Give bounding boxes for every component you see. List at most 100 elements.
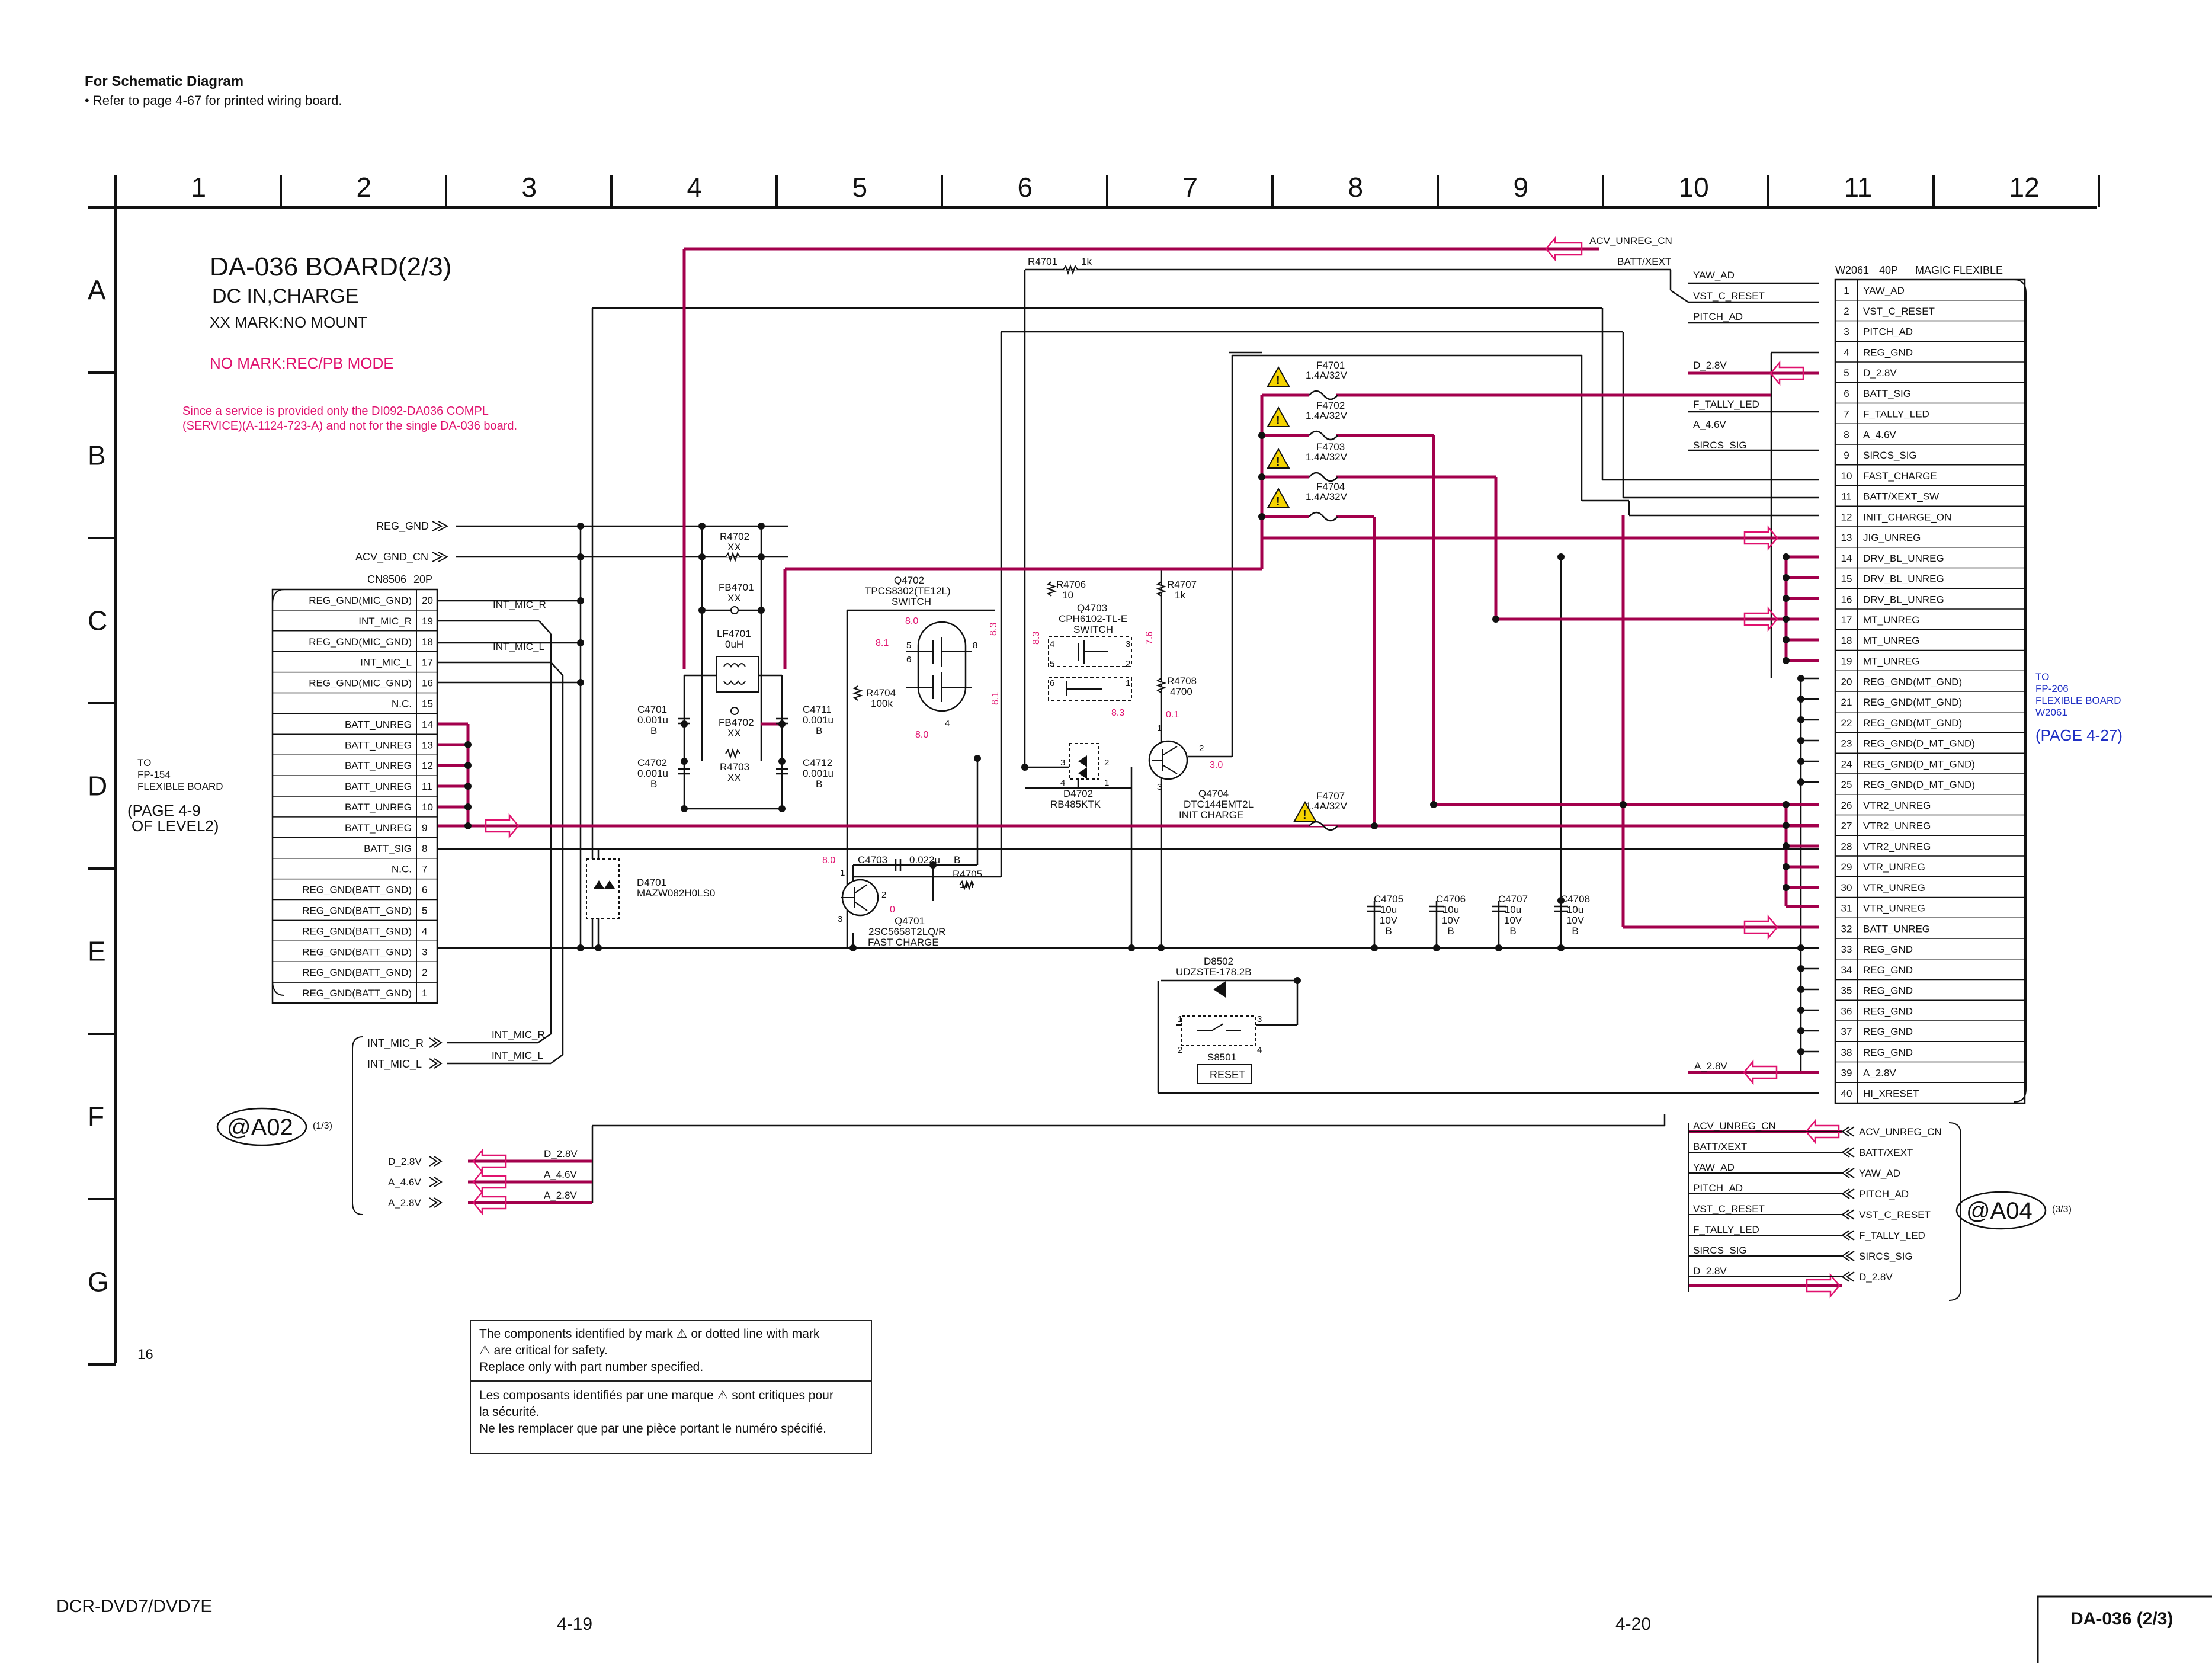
q4703-v-c: 8.3 bbox=[1111, 708, 1124, 718]
c4711-ref: C4711 bbox=[803, 704, 832, 715]
w2061-pin-name: REG_GND bbox=[1863, 1047, 1913, 1058]
safety-caution-box: The components identified by mark ⚠ or d… bbox=[470, 1320, 872, 1454]
diode-d4701: D4701 MAZW082H0LS0 bbox=[586, 858, 715, 919]
w2061-pin-num: 25 bbox=[1841, 779, 1852, 790]
w2061-pin-name: PITCH_AD bbox=[1863, 326, 1913, 338]
cn8506-pin-num: 9 bbox=[422, 822, 427, 834]
w2061-pin-name: BATT_SIG bbox=[1863, 388, 1911, 399]
right-bus-label: PITCH_AD bbox=[1693, 311, 1743, 322]
r4701-ref: R4701 bbox=[1028, 256, 1057, 267]
right-bus-label: A_4.6V bbox=[1693, 419, 1726, 430]
q4702-v-b: 8.1 bbox=[876, 638, 889, 648]
junction-dot bbox=[577, 597, 584, 604]
a04-port: BATT/XEXT bbox=[1859, 1147, 1913, 1158]
a04-net: PITCH_AD bbox=[1693, 1183, 1743, 1194]
cn8506-pin-num: 4 bbox=[422, 925, 427, 937]
w2061-pin-name: REG_GND(D_MT_GND) bbox=[1863, 738, 1975, 749]
transistor-q4704: Q4704 DTC144EMT2L INIT CHARGE 0.1 3.0 1 … bbox=[1148, 710, 1254, 821]
cn8506-pin-num: 2 bbox=[422, 967, 427, 978]
junction-dot bbox=[1797, 696, 1804, 703]
junction-dot bbox=[1783, 842, 1790, 850]
q4702-v-a: 8.0 bbox=[905, 616, 918, 626]
w2061-pin-num: 34 bbox=[1841, 965, 1852, 976]
d4701-ref: D4701 bbox=[637, 877, 666, 888]
warning-mark: ! bbox=[1303, 809, 1307, 822]
fuse-val: 1.4A/32V bbox=[1306, 491, 1348, 502]
w2061-pin-num: 7 bbox=[1844, 409, 1849, 420]
s8501-pin-2: 2 bbox=[1178, 1045, 1182, 1055]
w2061-pin-name: REG_GND(D_MT_GND) bbox=[1863, 779, 1975, 790]
cn8506-pin-name: INT_MIC_L bbox=[360, 657, 412, 668]
cn8506-pin-name: REG_GND(BATT_GND) bbox=[302, 967, 412, 978]
fb4701-ref: FB4701 bbox=[719, 582, 754, 593]
w2061-pin-num: 2 bbox=[1844, 306, 1849, 317]
junction-dot bbox=[1783, 616, 1790, 623]
w2061-pin-name: INIT_CHARGE_ON bbox=[1863, 511, 1951, 523]
w2061-pin-num: 15 bbox=[1841, 573, 1852, 585]
w2061-pin-name: REG_GND bbox=[1863, 965, 1913, 976]
no-mark-note: NO MARK:REC/PB MODE bbox=[210, 354, 394, 372]
w2061-pin-num: 21 bbox=[1841, 697, 1852, 708]
board-title: DA-036 BOARD(2/3) bbox=[210, 252, 451, 281]
junction-dot bbox=[1783, 863, 1790, 870]
q4703-ref: Q4703 bbox=[1077, 603, 1107, 614]
resistor-r4704: R4704 100k bbox=[852, 685, 896, 709]
q4703-part: CPH6102-TL-E bbox=[1059, 613, 1127, 624]
sheet-number: 16 bbox=[137, 1347, 153, 1363]
grid-row-label: D bbox=[88, 771, 107, 802]
junction-dot bbox=[681, 758, 688, 765]
cn8506-pin-num: 18 bbox=[422, 636, 433, 648]
junction-dot bbox=[1797, 716, 1804, 723]
r4706-val: 10 bbox=[1062, 589, 1073, 601]
junction-dot bbox=[778, 758, 786, 765]
fuse-ref: F4702 bbox=[1316, 400, 1345, 411]
cn8506-pin-name: REG_GND(BATT_GND) bbox=[302, 905, 412, 917]
cn8506-pin-num: 6 bbox=[422, 885, 427, 896]
w2061-pin-name: MT_UNREG bbox=[1863, 635, 1919, 646]
junction-dot bbox=[1783, 801, 1790, 808]
w2061-pin-num: 23 bbox=[1841, 738, 1852, 749]
q4701-fn: FAST CHARGE bbox=[868, 937, 939, 948]
d4702-pin-4: 4 bbox=[1060, 778, 1065, 788]
cn8506-count: 20P bbox=[413, 573, 432, 585]
cap-val: 10u bbox=[1505, 904, 1521, 915]
r4704-val: 100k bbox=[871, 698, 893, 709]
footer-page-left: 4-19 bbox=[557, 1614, 592, 1634]
switch-s8501: S8501 RESET 1 2 3 4 bbox=[1178, 1014, 1262, 1084]
q4703-pin-5: 5 bbox=[1050, 659, 1054, 669]
s8501-pin-1: 1 bbox=[1178, 1014, 1182, 1024]
cap-ref: C4707 bbox=[1498, 893, 1528, 905]
cn8506-ref: CN8506 bbox=[367, 573, 406, 585]
w2061-pin-name: VTR2_UNREG bbox=[1863, 800, 1931, 811]
net-arrows bbox=[472, 236, 1841, 1299]
junction-dot bbox=[577, 523, 584, 530]
cap-val: 10u bbox=[1567, 904, 1583, 915]
fuse-ref: F4701 bbox=[1316, 360, 1345, 371]
q4701-pin-2: 2 bbox=[881, 890, 886, 900]
board-subtitle: DC IN,CHARGE bbox=[212, 285, 358, 307]
r4702-ref: R4702 bbox=[720, 531, 749, 542]
w2061-count: 40P bbox=[1879, 264, 1898, 276]
header-title: For Schematic Diagram bbox=[85, 73, 243, 89]
c4711-val: 0.001u bbox=[803, 714, 833, 726]
cn8506-pin-name: N.C. bbox=[392, 864, 412, 875]
capacitor-c4711: C4711 0.001u B bbox=[776, 704, 833, 736]
resistor-r4708: R4708 4700 bbox=[1155, 675, 1197, 697]
d4702-pin-3: 3 bbox=[1060, 758, 1065, 768]
line-filter-lf4701: LF4701 0uH bbox=[716, 628, 759, 693]
cn8506-pin-name: REG_GND(MIC_GND) bbox=[309, 678, 412, 689]
a04-port: VST_C_RESET bbox=[1859, 1209, 1931, 1220]
junction-dot bbox=[929, 861, 937, 869]
w2061-pin-num: 20 bbox=[1841, 676, 1852, 687]
cn8506-pin-num: 14 bbox=[422, 719, 433, 730]
cap-type: B bbox=[1385, 925, 1392, 937]
s8501-reset-label: RESET bbox=[1210, 1069, 1245, 1081]
junction-dot bbox=[1797, 737, 1804, 744]
r4707-ref: R4707 bbox=[1167, 579, 1197, 590]
grid-row-label: E bbox=[88, 936, 106, 967]
cn8506-pin-num: 3 bbox=[422, 946, 427, 957]
fuse-val: 1.4A/32V bbox=[1306, 451, 1348, 463]
